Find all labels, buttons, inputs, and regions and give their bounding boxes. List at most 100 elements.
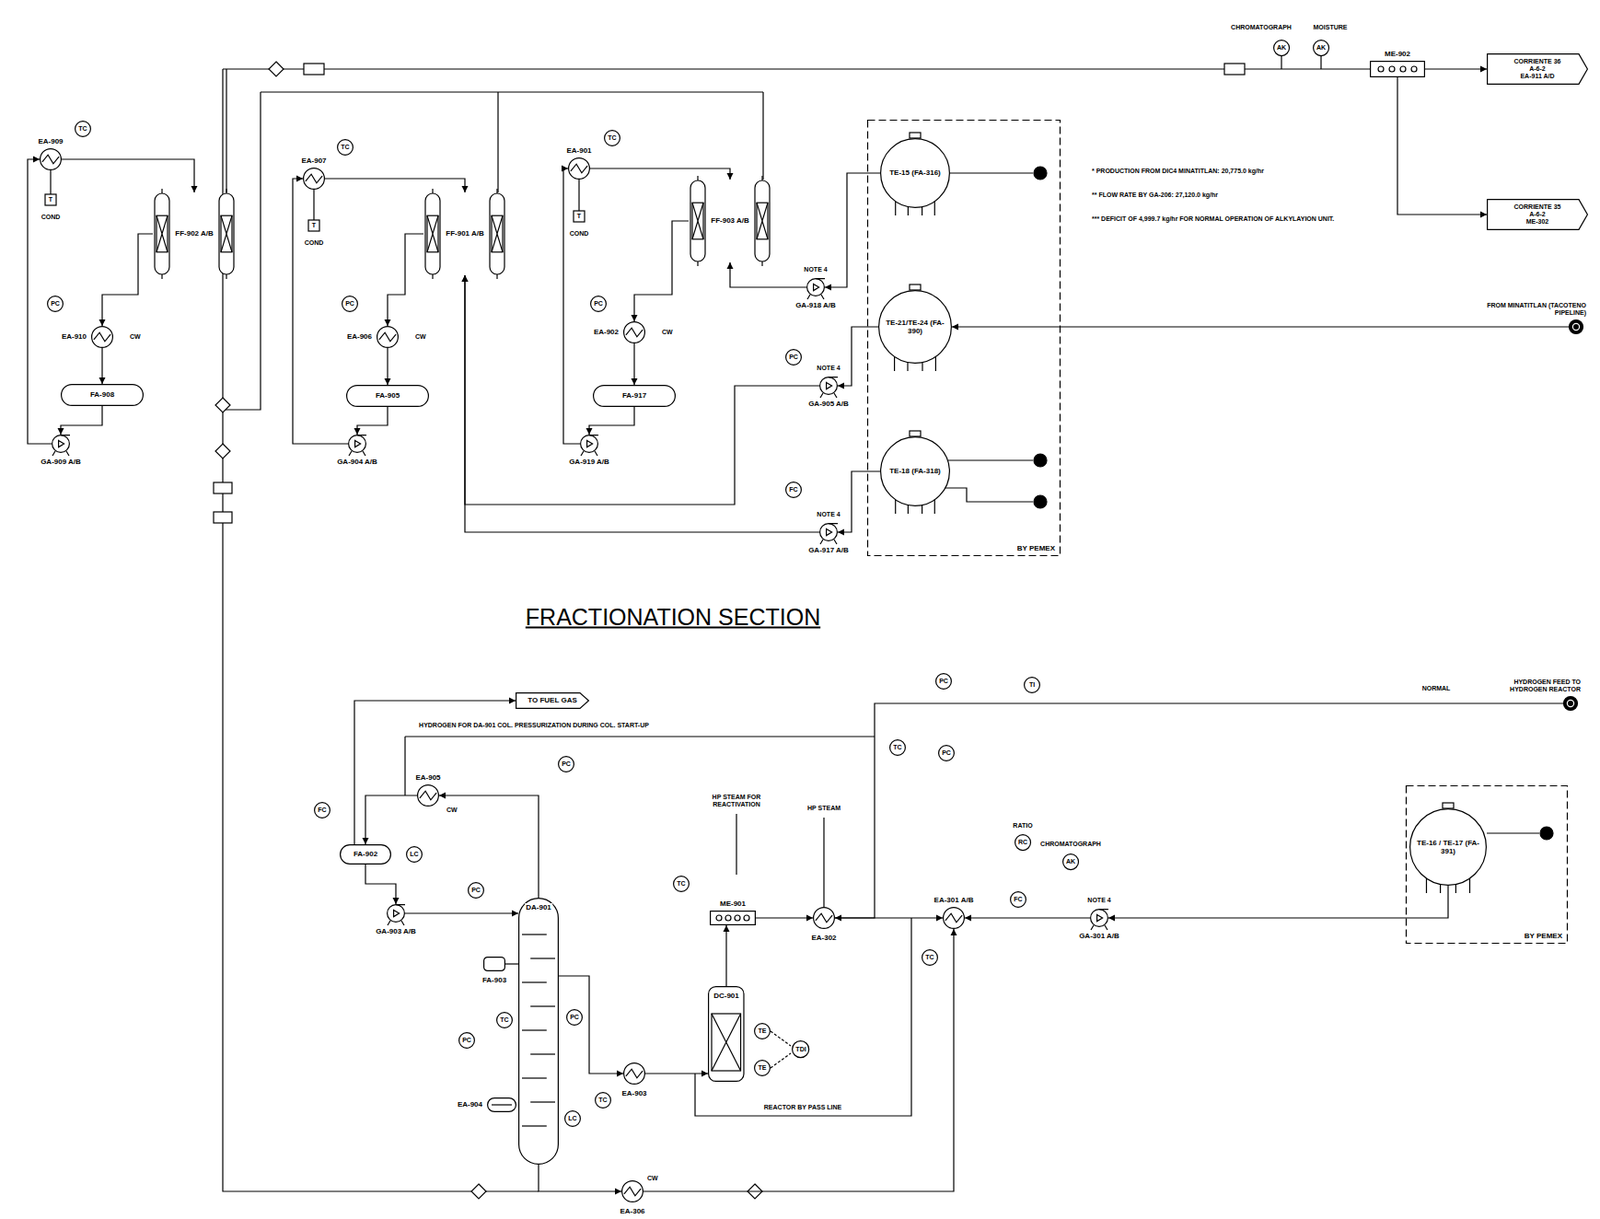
process-line <box>439 795 539 898</box>
drum-node: FA-917 <box>592 384 676 407</box>
bubble-node: PC <box>785 348 802 366</box>
bubble-node: AK <box>1312 39 1330 57</box>
tag-block: BY PEMEX <box>1016 544 1056 553</box>
tag-block: TC <box>498 1016 510 1024</box>
bubble-outline <box>1024 677 1041 694</box>
equipment-tag: TC <box>339 143 350 151</box>
off-outline <box>1564 696 1578 711</box>
equipment-tag: EA-302 <box>810 933 837 942</box>
tag-block: EA-902 <box>592 327 620 337</box>
bubble-node: TE <box>753 1022 771 1040</box>
process-line <box>1108 885 1449 918</box>
bubble-outline <box>337 139 354 156</box>
tank-outline <box>879 284 952 372</box>
equipment-tag: TC <box>892 743 903 752</box>
pump-symbol <box>806 278 825 297</box>
tag-block: FROM MINATITLAN (TACOTENO PIPELINE) <box>1485 301 1588 317</box>
bubble-outline <box>673 876 690 893</box>
process-line <box>365 795 418 845</box>
tag-block: CORRIENTE 35A-6-2ME-302 <box>1513 203 1563 226</box>
equipment-tag: CORRIENTE 36 <box>1513 57 1563 66</box>
equipment-tag: FA-905 <box>374 391 401 400</box>
tag-block: PC <box>470 886 482 894</box>
tag-block: ME-901 <box>718 899 747 908</box>
equipment-tag: TI <box>1028 681 1036 689</box>
equipment-tag: AK <box>1275 44 1287 52</box>
tag-block: EA-903 <box>620 1089 648 1098</box>
drum-node: FA-902 <box>339 844 392 865</box>
off-symbol <box>1563 695 1578 711</box>
process-line <box>755 916 813 918</box>
tank-node: TE-21/TE-24 (FA-390) <box>878 289 952 364</box>
equipment-tag: PC <box>592 300 604 308</box>
process-line <box>464 275 820 505</box>
tag-block: TDI <box>794 1045 807 1054</box>
tag-block: TC <box>77 125 88 133</box>
reb-node: EA-904 <box>486 1097 517 1113</box>
bubble-outline <box>1063 854 1079 870</box>
equipment-tag: TO FUEL GAS <box>526 695 579 705</box>
dash-node: TE-15 (FA-316)TE-21/TE-24 (FA-390)TE-18 … <box>867 119 1061 557</box>
equipment-tag: PC <box>461 1036 473 1044</box>
offpage-symbol <box>1033 495 1047 509</box>
bubble-node: PC <box>566 1008 583 1026</box>
note-label: COND <box>303 239 325 247</box>
bubble-node: AK <box>1062 853 1079 870</box>
tag-block: LC <box>567 1114 578 1123</box>
note-label: COND <box>568 230 591 238</box>
reb-outline <box>487 1098 517 1113</box>
bubble-outline <box>922 950 939 966</box>
equipment-tag: CORRIENTE 35 <box>1513 203 1563 211</box>
equipment-tag: TC <box>606 134 617 142</box>
pump-outline <box>52 435 70 456</box>
tag-block: AK <box>1065 857 1077 866</box>
bubble-outline <box>936 673 952 690</box>
tag-block: AK <box>1275 44 1287 52</box>
equipment-tag: BY PEMEX <box>1016 544 1056 553</box>
exch-symbol <box>91 325 114 348</box>
equipment-tag: PC <box>344 300 356 308</box>
bubble-outline <box>1010 892 1027 908</box>
exch-symbol <box>942 906 965 929</box>
reb-symbol <box>486 1097 517 1113</box>
tag-block: PC <box>592 300 604 308</box>
equipment-tag: EA-904 <box>456 1100 484 1109</box>
tag-block: FF-903 A/B <box>709 216 751 225</box>
note-label: CHROMATOGRAPH <box>1229 23 1293 32</box>
equipment-tag: ME-302 <box>1513 218 1563 226</box>
note-label: HP STEAM FOR REACTIVATION <box>703 793 770 810</box>
tag-block: FC <box>316 806 327 814</box>
bubble-outline <box>792 1041 810 1058</box>
tag-block: GA-919 A/B <box>568 457 611 466</box>
off-outline <box>1569 320 1584 335</box>
tag-block: PC <box>938 677 950 685</box>
pump-symbol <box>579 434 599 453</box>
tag-block: DA-901 <box>524 903 553 912</box>
dryer-outline <box>690 175 770 267</box>
equipment-tag: FA-902 <box>352 849 379 858</box>
tank-node: TE-15 (FA-316) <box>880 138 951 209</box>
exch-outline <box>622 1181 644 1203</box>
tank-outlet-line <box>944 173 1540 834</box>
note-label: * PRODUCTION FROM DIC4 MINATITLAN: 20,77… <box>1090 167 1265 175</box>
equipment-tag: PC <box>940 749 952 757</box>
tag-block: TO FUEL GAS <box>526 695 579 705</box>
bubble-outline <box>459 1032 476 1049</box>
equipment-tag: FA-903 <box>481 975 508 985</box>
process-line <box>60 405 103 435</box>
note-label: CHROMATOGRAPH <box>1039 840 1102 848</box>
process-line <box>365 864 396 905</box>
signal-line <box>770 1031 791 1068</box>
pump-symbol <box>51 434 70 453</box>
exch-symbol <box>623 1062 646 1085</box>
process-line <box>964 916 1090 918</box>
pump-symbol <box>347 434 367 453</box>
note-label: ** FLOW RATE BY GA-206: 27,120.0 kg/hr <box>1090 191 1219 199</box>
regeneration-header <box>222 92 764 410</box>
tag-block: EA-901 <box>565 146 592 155</box>
bubble-node: TC <box>594 1091 612 1109</box>
drum-outline <box>347 385 429 407</box>
tag-block: BY PEMEX <box>1523 931 1564 940</box>
bubble-node: TI <box>1023 676 1041 694</box>
exch-symbol <box>623 321 646 344</box>
